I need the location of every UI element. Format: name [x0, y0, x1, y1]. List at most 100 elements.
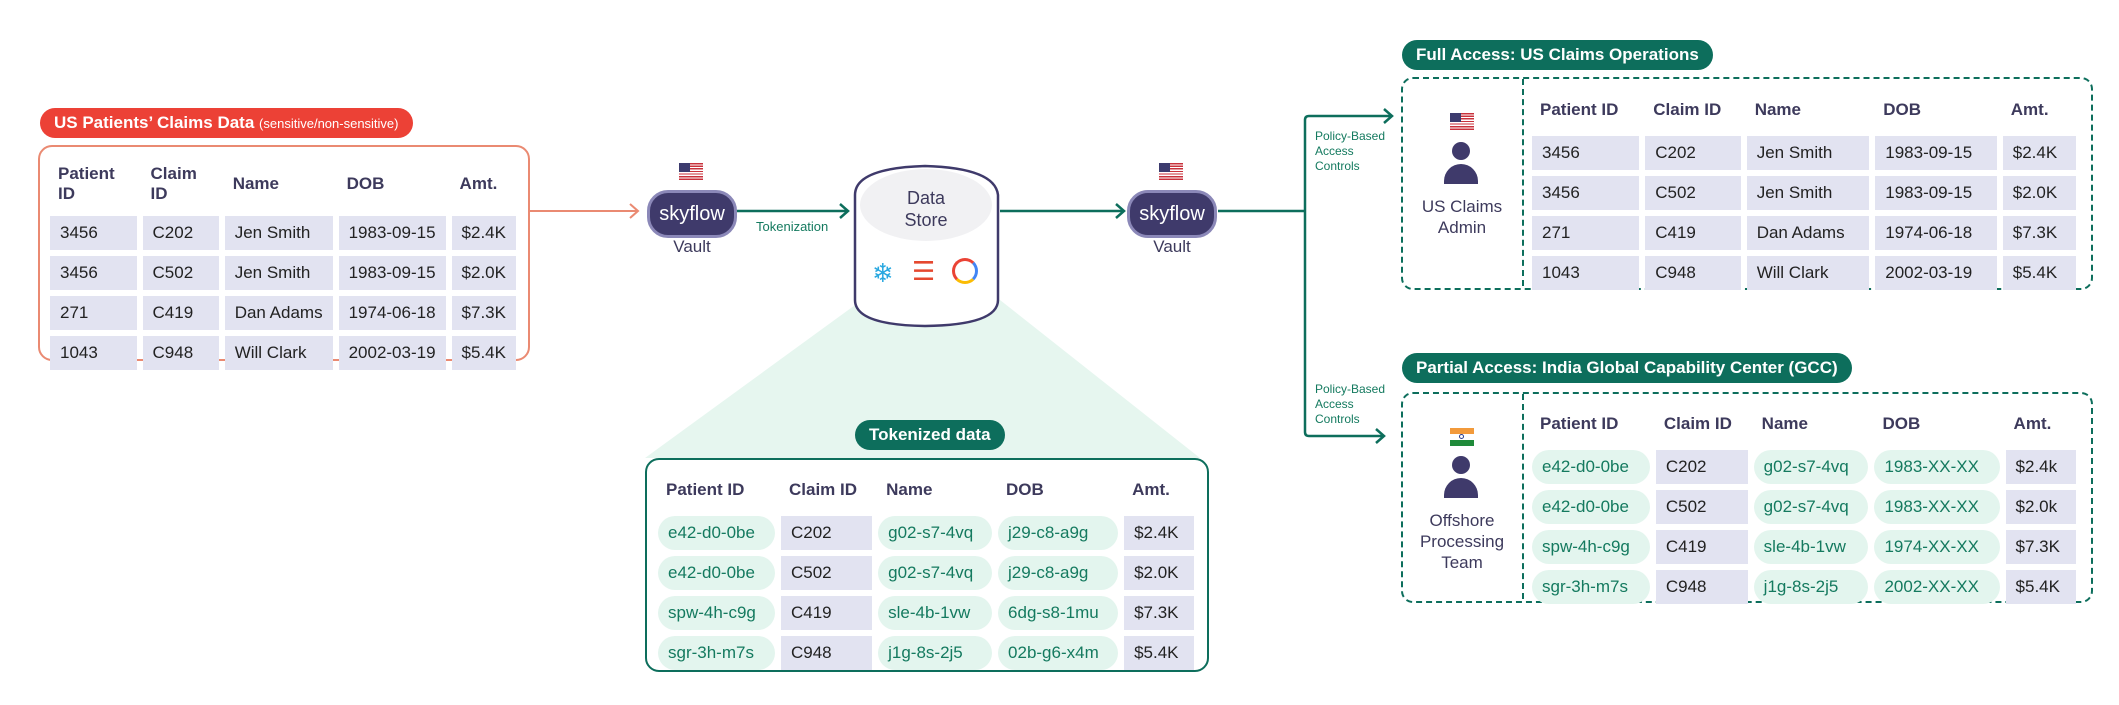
column-header: DOB [1883, 100, 1922, 119]
table-cell: C502 [1655, 490, 1748, 524]
table-cell: $7.3K [451, 296, 516, 330]
column-header: Amt. [459, 174, 498, 193]
token-cell: 1983-XX-XX [1874, 450, 2000, 484]
token-cell: e42-d0-0be [1532, 450, 1650, 484]
table-cell: 271 [50, 296, 137, 330]
token-cell: e42-d0-0be [658, 556, 775, 590]
table-cell: Jen Smith [224, 216, 333, 250]
table-cell: 271 [1532, 216, 1640, 250]
vault-label: Vault [673, 237, 711, 256]
table-cell: $2.4K [451, 216, 516, 250]
column-header: Name [886, 480, 933, 499]
table-cell: $7.3K [2005, 530, 2076, 564]
token-cell: e42-d0-0be [658, 516, 775, 550]
table-cell: C502 [142, 256, 219, 290]
token-cell: e42-d0-0be [1532, 490, 1650, 524]
table-cell: $5.4K [2002, 256, 2076, 290]
table-cell: 1974-06-18 [338, 296, 446, 330]
token-cell: 6dg-s8-1mu [998, 596, 1119, 630]
table-cell: C419 [1645, 216, 1741, 250]
table-cell: 1043 [1532, 256, 1640, 290]
table-cell: Dan Adams [224, 296, 333, 330]
column-header: Amt. [2013, 414, 2052, 433]
table-cell: C202 [1645, 136, 1741, 170]
table-cell: 1983-09-15 [338, 216, 446, 250]
table-cell: C202 [142, 216, 219, 250]
table-cell: $2.0k [2005, 490, 2076, 524]
zoom-trapezoid [645, 300, 1200, 458]
table-cell: C202 [1655, 450, 1748, 484]
table-cell: C419 [780, 596, 873, 630]
table-cell: $7.3K [1124, 596, 1194, 630]
column-header: Amt. [2010, 100, 2049, 119]
table-cell: $2.0K [1124, 556, 1194, 590]
table-cell: Will Clark [224, 336, 333, 370]
table-cell: C948 [1645, 256, 1741, 290]
us-flag-icon [1159, 163, 1183, 180]
data-store-cylinder [853, 164, 1000, 328]
token-cell: j1g-8s-2j5 [1753, 570, 1869, 604]
token-cell: g02-s7-4vq [878, 556, 993, 590]
table-cell: $2.0K [451, 256, 516, 290]
table-cell: $5.4K [1124, 636, 1194, 670]
us-flag-icon [1450, 113, 1474, 130]
table-cell: 1043 [50, 336, 137, 370]
table-cell: 1983-09-15 [1875, 176, 1997, 210]
table-cell: $2.4k [2005, 450, 2076, 484]
person-icon [1444, 456, 1478, 500]
table-cell: $2.4K [1124, 516, 1194, 550]
table-cell: C419 [1655, 530, 1748, 564]
table-cell: 3456 [50, 256, 137, 290]
table-cell: C948 [1655, 570, 1748, 604]
tokenized-title-badge: Tokenized data [855, 420, 1005, 450]
token-cell: g02-s7-4vq [878, 516, 993, 550]
divider [1522, 394, 1524, 599]
token-cell: sgr-3h-m7s [1532, 570, 1650, 604]
person-icon [1444, 142, 1478, 186]
snowflake-icon: ❄ [872, 258, 894, 288]
table-cell: C502 [1645, 176, 1741, 210]
source-title-badge: US Patients’ Claims Data (sensitive/non-… [40, 108, 413, 138]
table-cell: 3456 [50, 216, 137, 250]
us-flag-icon [679, 163, 703, 180]
column-header: Patient ID [58, 164, 115, 203]
table-cell: $5.4K [451, 336, 516, 370]
table-cell: Jen Smith [1746, 136, 1870, 170]
column-header: DOB [1882, 414, 1921, 433]
token-cell: g02-s7-4vq [1753, 490, 1869, 524]
vault-label: Vault [1153, 237, 1191, 256]
token-cell: 1983-XX-XX [1874, 490, 2000, 524]
table-cell: C419 [142, 296, 219, 330]
column-header: DOB [1006, 480, 1044, 499]
table-cell: $5.4K [2005, 570, 2076, 604]
table-cell: Dan Adams [1746, 216, 1870, 250]
token-cell: 02b-g6-x4m [998, 636, 1119, 670]
token-cell: j1g-8s-2j5 [878, 636, 993, 670]
token-cell: 2002-XX-XX [1874, 570, 2000, 604]
token-cell: 1974-XX-XX [1874, 530, 2000, 564]
column-header: Name [1754, 100, 1801, 119]
column-header: DOB [346, 174, 385, 193]
table-cell: C502 [780, 556, 873, 590]
